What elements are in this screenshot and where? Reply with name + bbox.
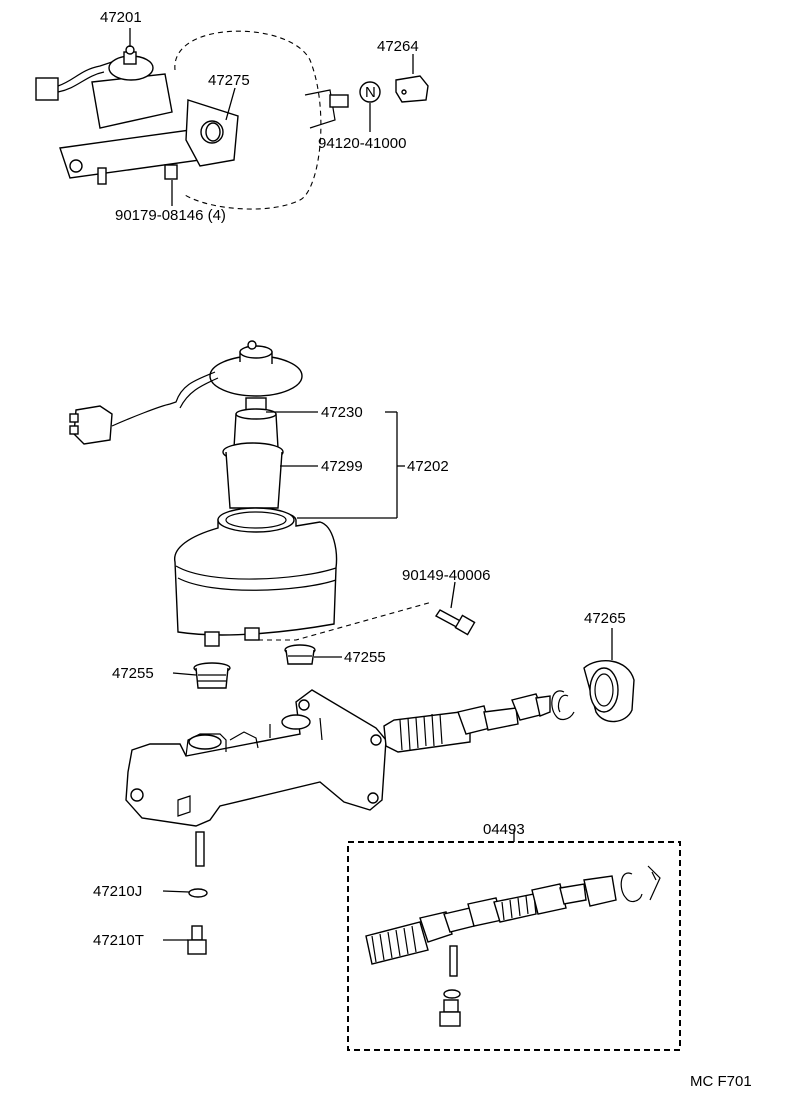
- label-47265: 47265: [584, 610, 626, 627]
- label-90179-08146: 90179-08146 (4): [115, 207, 226, 224]
- bleeder-parts-left: [162, 888, 208, 955]
- reservoir-body: [174, 509, 338, 636]
- label-94120-41000: 94120-41000: [318, 135, 406, 152]
- strainer-47299: [225, 451, 283, 509]
- sensor-connector: [73, 405, 113, 445]
- diagram-code: MC F701: [690, 1073, 752, 1090]
- repair-kit-04493: [347, 830, 681, 1051]
- label-47202: 47202: [407, 458, 449, 475]
- grommet-47255-right: [285, 649, 315, 665]
- note-n-circle: [359, 81, 381, 103]
- reservoir-top: [91, 73, 173, 129]
- note-n-letter: N: [365, 84, 376, 101]
- label-47255-right: 47255: [344, 649, 386, 666]
- label-47201: 47201: [100, 9, 142, 26]
- label-47210t: 47210T: [93, 932, 144, 949]
- piston-assembly: [383, 628, 635, 753]
- label-47264: 47264: [377, 38, 419, 55]
- grommet-47255-left: [195, 667, 229, 689]
- gasket-47210j: [188, 888, 208, 898]
- bleeder-47210t: [191, 925, 203, 941]
- label-47275: 47275: [208, 72, 250, 89]
- label-90149-40006: 90149-40006: [402, 567, 490, 584]
- sensor-connector-top: [35, 77, 59, 101]
- cylinder-body-outline: [125, 689, 387, 827]
- nut-top: [164, 164, 178, 180]
- label-47299: 47299: [321, 458, 363, 475]
- label-47230: 47230: [321, 404, 363, 421]
- bolt-below-body: [195, 831, 205, 867]
- label-47255-left: 47255: [112, 665, 154, 682]
- master-cylinder-body: [125, 689, 387, 867]
- label-04493: 04493: [483, 821, 525, 838]
- label-47210j: 47210J: [93, 883, 142, 900]
- top-master-cylinder-assembly: [35, 28, 429, 210]
- reservoir-exploded-view: [69, 340, 476, 689]
- part-47264-shape: [395, 75, 429, 103]
